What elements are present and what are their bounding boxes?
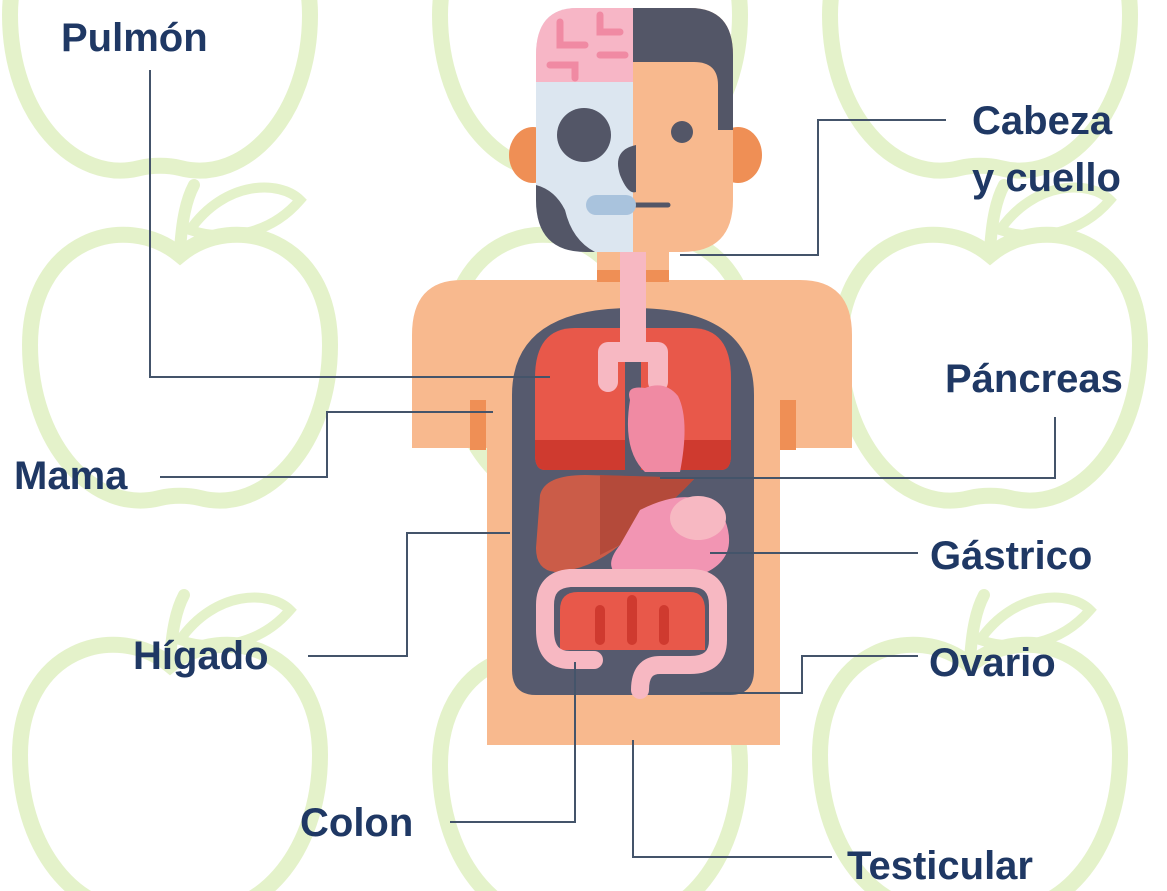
label-mama: Mama <box>14 453 127 499</box>
label-colon: Colon <box>300 800 413 846</box>
label-pancreas: Páncreas <box>945 356 1123 402</box>
label-higado: Hígado <box>133 633 269 679</box>
label-cabeza-line2: y cuello <box>972 155 1121 201</box>
label-gastrico: Gástrico <box>930 533 1092 579</box>
label-testicular: Testicular <box>847 843 1033 889</box>
label-pulmon: Pulmón <box>61 15 208 61</box>
label-cabeza-line1: Cabeza <box>972 98 1112 144</box>
label-ovario: Ovario <box>929 640 1056 686</box>
leader-line-higado <box>308 533 510 656</box>
